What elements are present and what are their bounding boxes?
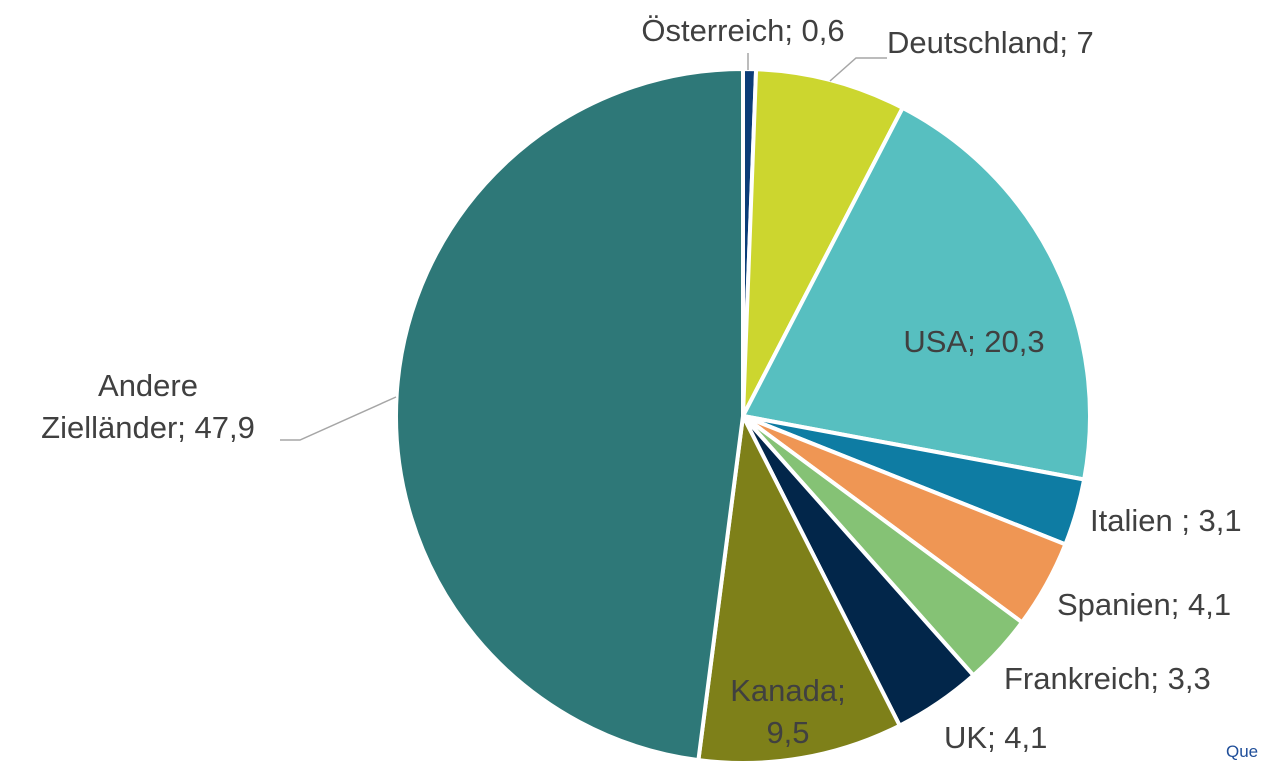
slice-label-oesterreich: Österreich; 0,6 <box>641 13 844 48</box>
leader-line-andere-ziellaender <box>280 396 397 441</box>
slice-label-uk: UK; 4,1 <box>944 720 1047 755</box>
slice-label-kanada: Kanada;9,5 <box>730 673 846 750</box>
slice-label-deutschland: Deutschland; 7 <box>887 25 1094 60</box>
source-note: Que <box>1226 742 1259 761</box>
pie-slice-kanada <box>696 414 902 763</box>
slice-label-frankreich: Frankreich; 3,3 <box>1004 661 1211 696</box>
slice-label-usa: USA; 20,3 <box>903 324 1044 359</box>
pie-slice-usa <box>741 105 1092 482</box>
slice-labels: Österreich; 0,6 Deutschland; 7 USA; 20,3It… <box>41 13 1242 755</box>
pie-slice-andere-ziellaender <box>394 67 745 763</box>
leader-lines <box>280 53 887 441</box>
slice-label-spanien: Spanien; 4,1 <box>1057 587 1231 622</box>
slice-label-italien: Italien ; 3,1 <box>1090 503 1242 538</box>
leader-line-deutschland <box>829 57 887 82</box>
pie-slices <box>394 67 1092 763</box>
